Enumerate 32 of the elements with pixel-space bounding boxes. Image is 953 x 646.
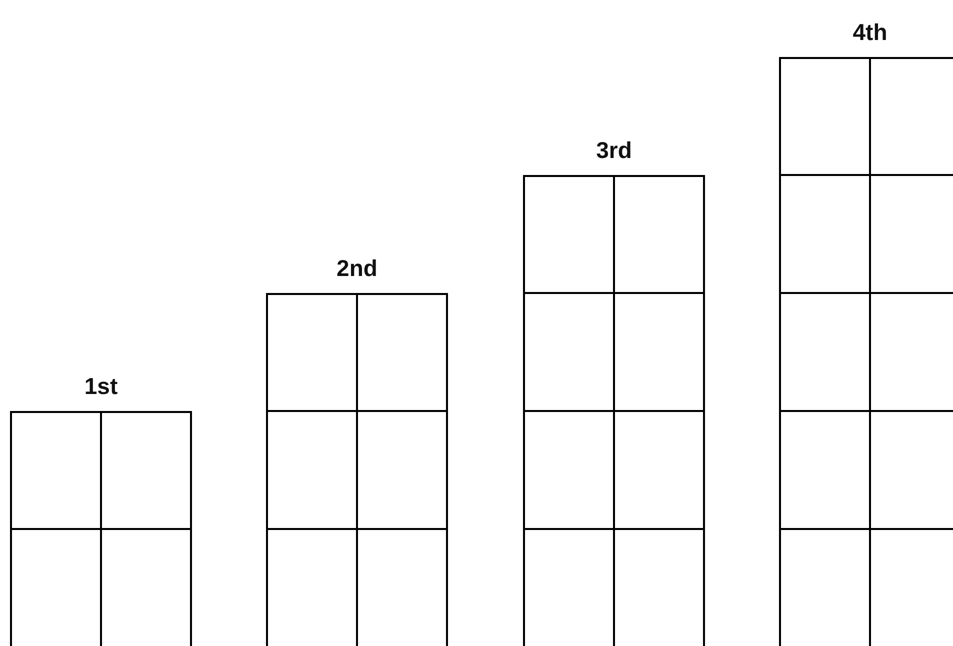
grid-cell bbox=[779, 411, 870, 529]
grid-cell bbox=[614, 529, 705, 646]
grid-cell bbox=[10, 411, 101, 529]
grid-label: 4th bbox=[852, 19, 888, 45]
grid-cell bbox=[266, 293, 357, 411]
grid-cell bbox=[101, 529, 192, 646]
grid-cell bbox=[266, 529, 357, 646]
grid-cell bbox=[779, 293, 870, 411]
grid-cell bbox=[266, 411, 357, 529]
grid-cell bbox=[101, 411, 192, 529]
grid-cell bbox=[357, 411, 448, 529]
grid-label: 3rd bbox=[596, 137, 632, 163]
grid-cell bbox=[779, 529, 870, 646]
grid-cell bbox=[614, 293, 705, 411]
grid-cell bbox=[357, 529, 448, 646]
grid-label: 2nd bbox=[336, 255, 378, 281]
grid-cell bbox=[523, 411, 614, 529]
grid-cell bbox=[523, 175, 614, 293]
grid-cell bbox=[779, 57, 870, 175]
grid-cell bbox=[870, 175, 953, 293]
grid-label: 1st bbox=[84, 373, 118, 399]
grid-cell bbox=[357, 293, 448, 411]
grid-cell bbox=[870, 529, 953, 646]
grid-cell bbox=[523, 529, 614, 646]
grid-cell bbox=[10, 529, 101, 646]
grid-cell bbox=[614, 175, 705, 293]
grid-cell bbox=[870, 57, 953, 175]
grid-cell bbox=[614, 411, 705, 529]
grid-cell bbox=[870, 293, 953, 411]
grid-cell bbox=[779, 175, 870, 293]
grid-cell bbox=[870, 411, 953, 529]
grid-cell bbox=[523, 293, 614, 411]
